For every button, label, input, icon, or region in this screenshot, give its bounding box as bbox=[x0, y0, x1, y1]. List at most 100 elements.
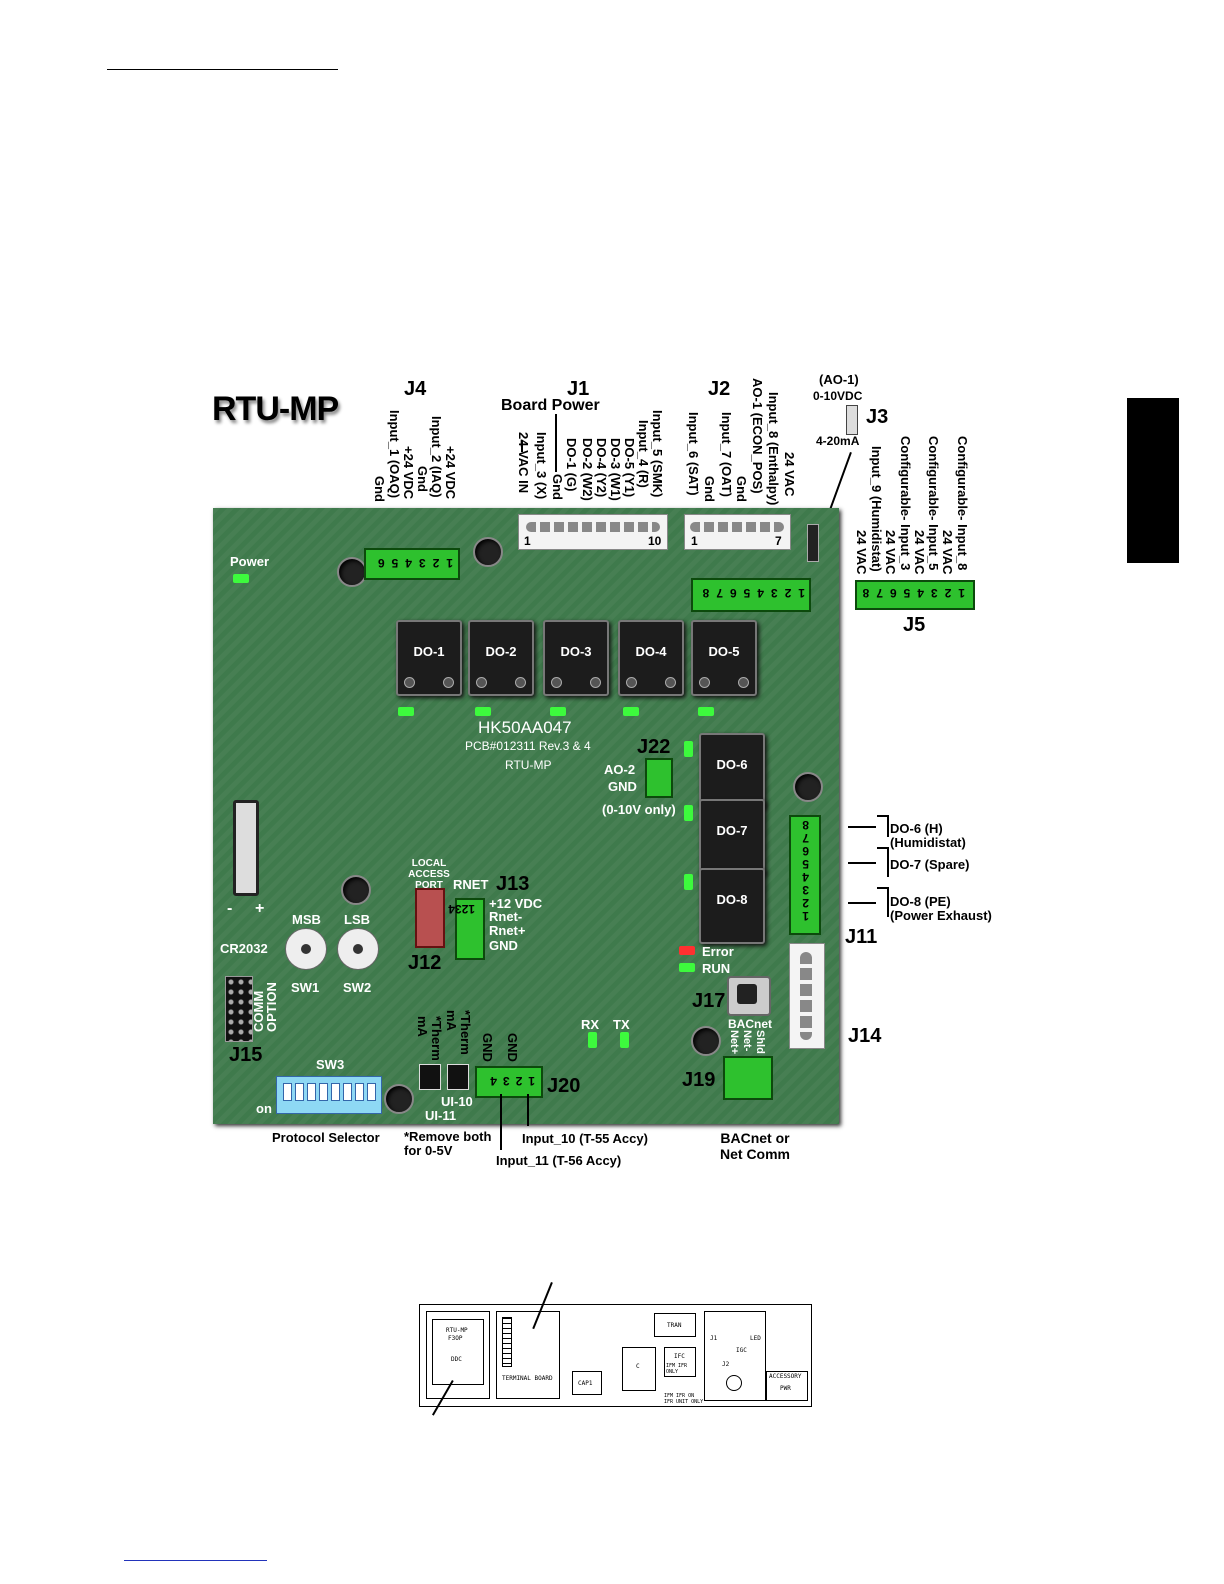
sw3-on-label: on bbox=[256, 1101, 272, 1116]
diagram-title: RTU-MP bbox=[212, 390, 339, 428]
do6-led bbox=[684, 741, 693, 757]
j20-gnd-label: GND bbox=[505, 1033, 520, 1062]
j14-pins bbox=[800, 952, 812, 1040]
protocol-selector-caption: Protocol Selector bbox=[272, 1130, 380, 1145]
header-rule bbox=[107, 69, 338, 70]
board-pcb-label: PCB#012311 Rev.3 & 4 bbox=[465, 739, 591, 753]
sw3-label: SW3 bbox=[316, 1057, 345, 1072]
panel-ifc-note: IFM IFR ONLY bbox=[666, 1363, 688, 1375]
j5-pin-label: 24 VAC bbox=[912, 530, 927, 575]
j3-current-label: 4-20mA bbox=[816, 434, 860, 448]
sw1-label: SW1 bbox=[291, 980, 320, 995]
j4-terminal[interactable] bbox=[364, 548, 460, 580]
j2-header[interactable] bbox=[684, 514, 791, 550]
j1-pin-label: Input_3 (X) bbox=[534, 432, 549, 500]
j20-pin-numbers: 1234 bbox=[484, 1074, 535, 1088]
power-label: Power bbox=[230, 554, 270, 569]
panel-led-label: LED bbox=[750, 1335, 761, 1342]
ui11-jumper[interactable] bbox=[419, 1064, 441, 1090]
j2-first-pin: 1 bbox=[691, 534, 698, 548]
j1-pin-label: DO-3 (W1) bbox=[608, 438, 623, 501]
rx-led bbox=[588, 1032, 597, 1048]
j5-pin-numbers: 12345678 bbox=[855, 586, 965, 600]
board-name: RTU-MP bbox=[505, 758, 552, 772]
j1-first-pin: 1 bbox=[524, 534, 531, 548]
j1-leader bbox=[521, 440, 523, 452]
relay-do2: DO-2 bbox=[468, 620, 534, 696]
j11-terminal[interactable] bbox=[789, 815, 821, 935]
do7-bracket bbox=[887, 847, 889, 877]
j5-pin-label: Configurable- Input_3 bbox=[898, 436, 913, 571]
igc-round-component bbox=[726, 1375, 742, 1391]
do4-led bbox=[623, 707, 639, 716]
do6-output-sub: (Humidistat) bbox=[890, 835, 966, 850]
battery-plus: + bbox=[255, 900, 265, 917]
do2-led bbox=[475, 707, 491, 716]
rnet-label: RNET bbox=[453, 877, 489, 892]
j1-last-pin: 10 bbox=[648, 534, 662, 548]
j1-label: J1 bbox=[567, 378, 590, 400]
tran-component bbox=[654, 1313, 696, 1337]
j2-label: J2 bbox=[708, 378, 731, 400]
j22-gnd-label: GND bbox=[608, 779, 637, 794]
j11-label: J11 bbox=[845, 926, 878, 948]
error-label: Error bbox=[702, 944, 734, 959]
j1-pin-label: Gnd bbox=[550, 474, 565, 500]
bacnet-comm-caption: BACnet or Net Comm bbox=[720, 1130, 791, 1162]
j1-header[interactable] bbox=[518, 514, 668, 550]
igc-board bbox=[704, 1311, 766, 1401]
panel-rtu-label: RTU-MP bbox=[446, 1327, 468, 1334]
panel-pwr-label: PWR bbox=[780, 1385, 791, 1392]
panel-j2-label: J2 bbox=[722, 1361, 730, 1368]
mount-hole bbox=[793, 772, 823, 802]
ui10-jumper[interactable] bbox=[447, 1064, 469, 1090]
j12-label: J12 bbox=[408, 952, 442, 974]
panel-igc-label: IGC bbox=[736, 1347, 747, 1354]
j3-header[interactable] bbox=[807, 524, 819, 562]
relay-do4: DO-4 bbox=[618, 620, 684, 696]
j1-pin-label: DO-5 (Y1) bbox=[622, 438, 637, 498]
section-tab bbox=[1127, 398, 1179, 563]
lsb-label: LSB bbox=[344, 912, 370, 927]
j3-jumper[interactable] bbox=[846, 405, 858, 435]
j5-terminal[interactable] bbox=[855, 580, 975, 610]
mount-hole bbox=[384, 1084, 414, 1114]
panel-c-label: C bbox=[636, 1363, 640, 1370]
j12-local-access-port[interactable] bbox=[415, 888, 445, 948]
rtu-mp-module bbox=[426, 1311, 490, 1399]
control-box-layout: RTU-MP F3OP DDC TERMINAL BOARD CAP1 C TR… bbox=[419, 1304, 812, 1407]
do8-output-sub: (Power Exhaust) bbox=[890, 908, 992, 923]
j2-pin-label: Input_7 (OAT) bbox=[719, 412, 734, 497]
mount-hole bbox=[341, 875, 371, 905]
j19-terminal[interactable] bbox=[723, 1056, 773, 1100]
sw3-dip-switch[interactable] bbox=[276, 1076, 382, 1114]
j1-pin-label: DO-4 (Y2) bbox=[594, 438, 609, 498]
sw2-rotary-switch[interactable] bbox=[337, 928, 379, 970]
sw1-rotary-switch[interactable] bbox=[285, 928, 327, 970]
j3-ao-label: (AO-1) bbox=[819, 372, 859, 387]
j22-terminal[interactable] bbox=[645, 758, 673, 798]
panel-tran-label: TRAN bbox=[667, 1322, 682, 1329]
j15-label: J15 bbox=[229, 1044, 263, 1066]
j4-pin-label: Input_2 (IAQ) bbox=[429, 416, 444, 498]
relay-do7: DO-7 bbox=[699, 799, 765, 875]
tx-label: TX bbox=[613, 1017, 630, 1032]
j20-terminal[interactable] bbox=[475, 1066, 543, 1098]
relay-do5: DO-5 bbox=[691, 620, 757, 696]
remove-note: *Remove both for 0-5V bbox=[404, 1129, 492, 1158]
j20-gnd-label: GND bbox=[480, 1033, 495, 1062]
j1-leader bbox=[555, 414, 557, 472]
mount-hole bbox=[473, 537, 503, 567]
circuit-board: Power 123456 1 10 1 7 12345678 DO-1 DO-2… bbox=[213, 508, 839, 1124]
j20-label: J20 bbox=[547, 1075, 581, 1097]
panel-bottom-note: IFM IFR ON IFR UNIT ONLY bbox=[664, 1393, 704, 1405]
input11-leader bbox=[500, 1094, 502, 1150]
j2-pin-label: 24 VAC bbox=[782, 452, 797, 497]
msb-label: MSB bbox=[292, 912, 321, 927]
j15-comm-header[interactable] bbox=[225, 976, 253, 1042]
j2-terminal[interactable] bbox=[691, 578, 811, 612]
j13-terminal[interactable] bbox=[455, 898, 485, 960]
relay-contact-symbol bbox=[848, 826, 876, 828]
j2-pin-label: Gnd bbox=[702, 476, 717, 502]
j13-pin-numbers: 1234 bbox=[448, 902, 475, 916]
